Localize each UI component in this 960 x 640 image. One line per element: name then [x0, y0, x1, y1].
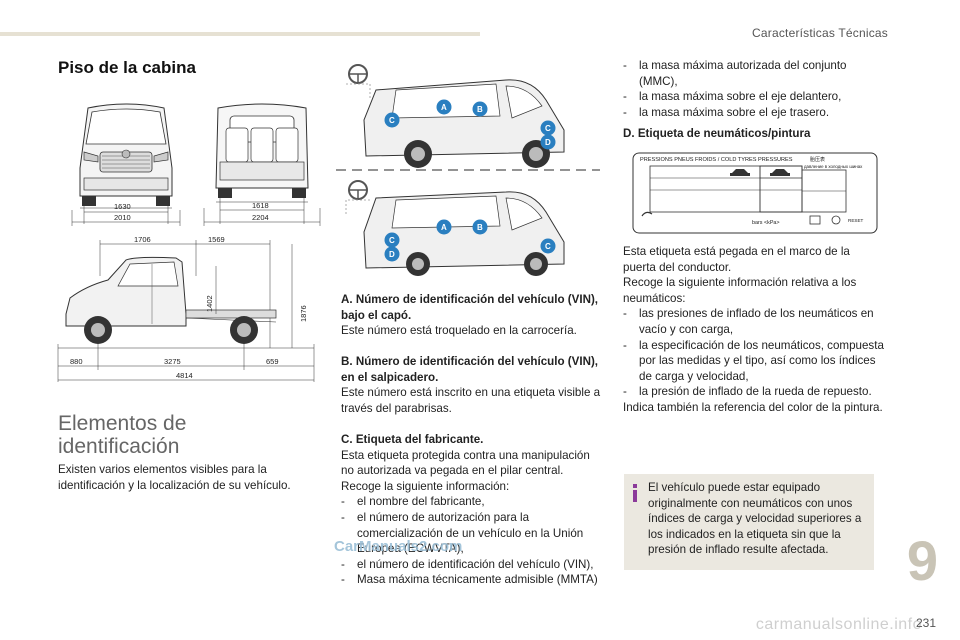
dim-side-top-left: 1706	[134, 236, 151, 244]
label-a-text: Este número está troquelado en la carroc…	[341, 324, 577, 338]
list-item: la presión de inflado de la rueda de rep…	[623, 384, 885, 400]
dim-side-wheelbase: 3275	[164, 357, 181, 366]
book-icon	[809, 215, 821, 225]
label-c-text1: Esta etiqueta protegida contra una manip…	[341, 448, 590, 478]
dim-rear-inner: 1618	[252, 201, 269, 210]
tyre-warning-icon	[831, 215, 841, 225]
dim-side-front-overhang: 880	[70, 357, 83, 366]
list-item: las presiones de inflado de los neumátic…	[623, 306, 885, 337]
section-title: Características Técnicas	[752, 26, 888, 40]
badge-d-bottom: D	[389, 250, 395, 259]
label-d-block: Esta etiqueta está pegada en el marco de…	[623, 244, 885, 416]
page-title: Piso de la cabina	[58, 58, 196, 77]
label-c-list: el nombre del fabricante, el número de a…	[341, 494, 603, 588]
list-item: el nombre del fabricante,	[341, 494, 603, 510]
tyre-label-reset: RESET	[848, 218, 864, 223]
page-number: 231	[915, 616, 936, 630]
dim-side-length: 4814	[176, 371, 193, 380]
list-item: el número de autorización para la comerc…	[341, 510, 603, 557]
badge-a-bottom: A	[441, 223, 447, 232]
dim-side-top-right: 1569	[208, 236, 225, 244]
label-d-text3: Indica también la referencia del color d…	[623, 400, 883, 414]
badge-b-bottom: B	[477, 223, 483, 232]
label-c-text2: Recoge la siguiente información:	[341, 479, 510, 493]
right-list: la masa máxima autorizada del conjunto (…	[623, 58, 883, 120]
info-note-text: El vehículo puede estar equipado origina…	[648, 481, 862, 557]
dim-front-outer: 2010	[114, 213, 131, 222]
steering-wheel-icon	[348, 64, 368, 84]
watermark: CarManuals2.com	[334, 538, 463, 555]
badge-c-bottom-left: C	[389, 236, 395, 245]
tyre-pressure-label: PRESSIONS PNEUS FROIDS / COLD TYRES PRES…	[632, 152, 878, 234]
tyre-label-unit: bars <kPa>	[752, 220, 780, 226]
tyre-label-chinese: 胎压表	[810, 156, 825, 163]
info-note-box: El vehículo puede estar equipado origina…	[624, 474, 874, 570]
badge-c-top-left: C	[389, 116, 395, 125]
side-view-diagram: 1706 1569 1402 1876 880 3275 659 4814	[57, 236, 315, 382]
dim-side-rear-overhang: 659	[266, 357, 279, 366]
intro-text: Existen varios elementos visibles para l…	[58, 463, 291, 492]
footer-watermark: carmanualsonline.info	[755, 616, 922, 633]
dim-side-total-height: 1876	[299, 305, 308, 322]
list-item: la masa máxima sobre el eje trasero.	[623, 105, 883, 121]
list-item: la masa máxima sobre el eje delantero,	[623, 89, 883, 105]
elements-heading: Elementos de identificación	[58, 412, 187, 458]
dim-rear-outer: 2204	[252, 213, 269, 222]
label-b-text: Este número está inscrito en una etiquet…	[341, 386, 601, 415]
front-view-diagram: 1630 2010	[71, 103, 181, 226]
car-icon	[730, 169, 790, 176]
header-rule	[0, 32, 480, 36]
badge-b-top: B	[477, 105, 483, 114]
label-d-list: las presiones de inflado de los neumátic…	[623, 306, 885, 400]
label-d-text1: Esta etiqueta está pegada en el marco de…	[623, 245, 850, 274]
label-a-title: A. Número de identificación del vehículo…	[341, 293, 599, 322]
dim-side-platform-height: 1402	[205, 295, 214, 312]
label-b-title: B. Número de identificación del vehículo…	[341, 355, 599, 384]
label-d-title: D. Etiqueta de neumáticos/pintura	[623, 127, 811, 140]
van-diagram-top: A B C C D	[336, 64, 600, 171]
label-c-title: C. Etiqueta del fabricante.	[341, 433, 484, 446]
chapter-number: 9	[906, 529, 938, 592]
van-diagram-bottom: A B C D C	[345, 180, 565, 276]
list-item: la especificación de los neumáticos, com…	[623, 338, 885, 385]
tyre-label-header: PRESSIONS PNEUS FROIDS / COLD TYRES PRES…	[640, 157, 793, 163]
badge-d-top: D	[545, 138, 551, 147]
tyre-label-russian: давление в холодных шинах	[804, 164, 863, 169]
steering-wheel-icon	[348, 180, 368, 200]
badge-a-top: A	[441, 103, 447, 112]
right-list-block: la masa máxima autorizada del conjunto (…	[623, 58, 883, 120]
spare-wheel-icon	[641, 211, 653, 217]
label-a-block: A. Número de identificación del vehículo…	[341, 292, 603, 339]
badge-c-bottom-right: C	[545, 242, 551, 251]
dim-front-inner: 1630	[114, 202, 131, 211]
badge-c-top-right: C	[545, 124, 551, 133]
list-item: el número de identificación del vehículo…	[341, 557, 603, 573]
rear-view-diagram: 1618 2204	[203, 103, 321, 226]
label-b-block: B. Número de identificación del vehículo…	[341, 354, 603, 416]
info-icon	[633, 484, 637, 502]
label-c-block: C. Etiqueta del fabricante. Esta etiquet…	[341, 432, 603, 588]
label-d-text2: Recoge la siguiente información relativa…	[623, 276, 857, 305]
list-item: la masa máxima autorizada del conjunto (…	[623, 58, 883, 89]
list-item: Masa máxima técnicamente admisible (MMTA…	[341, 572, 603, 588]
